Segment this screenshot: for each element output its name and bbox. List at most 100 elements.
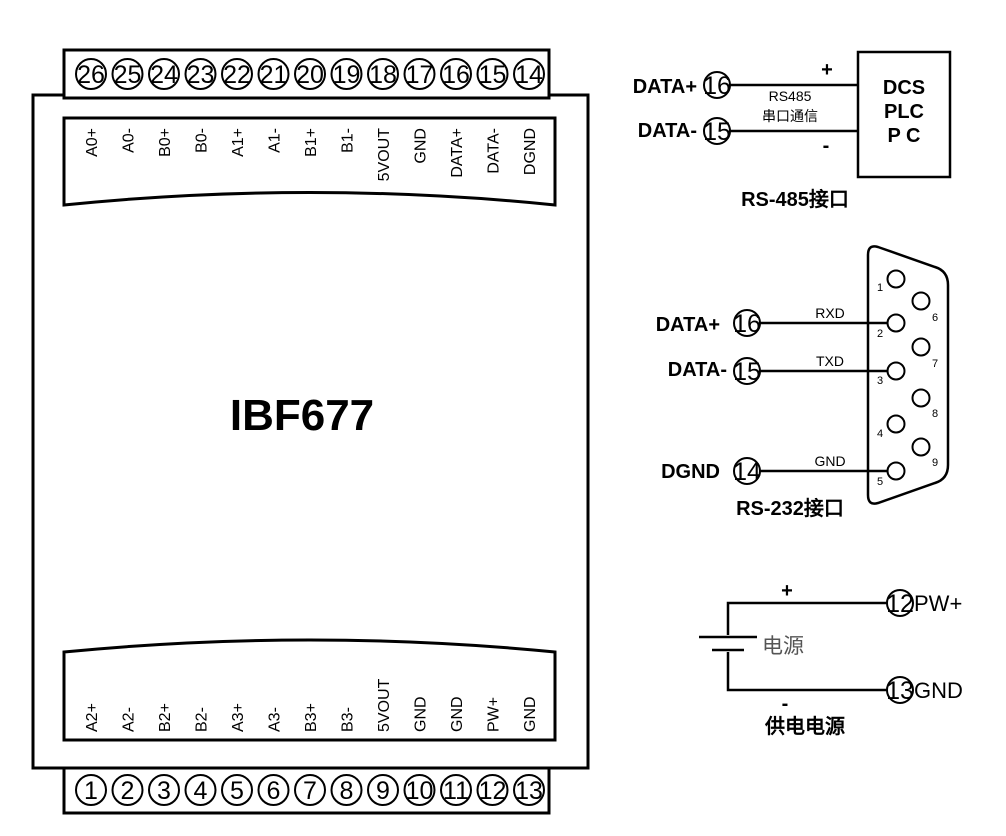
bottom-pin-label-7: B3- — [340, 707, 357, 732]
rs232-txd-label: TXD — [816, 353, 844, 369]
power-minus-wire — [726, 652, 887, 692]
top-pin-label-10: DATA+ — [449, 128, 466, 178]
bottom-pin-label-8: 5VOUT — [376, 678, 393, 732]
bottom-terminal-number-4: 4 — [194, 777, 208, 805]
bottom-terminal-number-8: 8 — [340, 777, 354, 805]
bottom-terminal-number-1: 1 — [84, 777, 98, 805]
bottom-terminal-circle-1 — [75, 774, 107, 806]
bottom-terminal-circle-12 — [476, 774, 509, 806]
rs485-pin15-number: 15 — [703, 118, 731, 146]
bottom-pin-label-11: PW+ — [486, 697, 503, 732]
bottom-terminal-circle-2 — [111, 774, 144, 806]
db9-pin-3 — [886, 361, 906, 381]
top-terminal-circle-25 — [111, 58, 144, 90]
top-terminal-number-14: 14 — [515, 61, 543, 89]
rs232-pin14-number: 14 — [733, 458, 761, 486]
top-terminal-number-20: 20 — [296, 61, 324, 89]
top-pin-label-3: B0- — [194, 128, 211, 153]
top-terminal-number-17: 17 — [406, 61, 434, 89]
top-terminal-number-18: 18 — [369, 61, 397, 89]
bottom-terminal-circle-5 — [221, 774, 253, 806]
bottom-terminal-number-7: 7 — [303, 777, 317, 805]
power-pw-label: PW+ — [914, 591, 962, 616]
db9-pin-5 — [886, 461, 906, 481]
bottom-terminal-circle-10 — [403, 774, 436, 806]
db9-pin-label-8: 8 — [932, 408, 938, 420]
power-pin13-number: 13 — [886, 677, 914, 705]
top-terminal-number-21: 21 — [260, 61, 288, 89]
power-pin13-circle — [886, 676, 914, 704]
top-pin-label-0: A0+ — [84, 128, 101, 157]
rs232-dgnd-label: DGND — [661, 461, 720, 483]
top-terminal-circle-16 — [440, 58, 472, 90]
model-name: IBF677 — [230, 391, 374, 440]
top-terminal-number-15: 15 — [479, 61, 507, 89]
bottom-label-window — [62, 638, 557, 742]
rs232-data-minus-label: DATA- — [668, 359, 727, 381]
bottom-terminal-number-9: 9 — [376, 777, 390, 805]
top-pin-label-6: B1+ — [303, 128, 320, 157]
db9-pin-1 — [886, 269, 906, 289]
db9-pin-label-3: 3 — [877, 375, 883, 387]
bottom-terminal-number-13: 13 — [515, 777, 543, 805]
rs485-comm-line1: RS485 — [769, 88, 812, 104]
bottom-terminal-circle-6 — [257, 774, 290, 806]
top-pin-label-8: 5VOUT — [376, 128, 393, 182]
rs485-data-minus-label: DATA- — [638, 120, 697, 142]
bottom-pin-label-0: A2+ — [84, 703, 101, 732]
db9-pin-label-1: 1 — [877, 282, 883, 294]
db9-pin-2 — [886, 313, 906, 333]
power-gnd-label: GND — [914, 678, 963, 703]
top-terminal-number-19: 19 — [333, 61, 361, 89]
rs232-caption: RS-232接口 — [736, 497, 844, 520]
top-terminal-circle-17 — [403, 58, 436, 90]
top-pin-label-1: A0- — [121, 128, 138, 153]
top-label-window — [62, 116, 557, 207]
top-pin-label-5: A1- — [267, 128, 284, 153]
rs485-pin16-number: 16 — [703, 72, 731, 100]
rs232-gnd-label: GND — [814, 453, 845, 469]
top-terminal-circle-20 — [294, 58, 326, 90]
bottom-terminal-number-6: 6 — [267, 777, 281, 805]
top-pin-label-12: DGND — [522, 128, 539, 175]
db9-pin-label-9: 9 — [932, 457, 938, 469]
bottom-terminal-circle-4 — [184, 774, 217, 806]
bottom-terminal-circle-13 — [513, 774, 545, 806]
bottom-pin-label-3: B2- — [194, 707, 211, 732]
power-pin12-number: 12 — [886, 590, 914, 618]
bottom-terminal-number-5: 5 — [230, 777, 244, 805]
top-terminal-number-16: 16 — [442, 61, 470, 89]
rs485-device-line1: DCS — [883, 77, 925, 99]
bottom-terminal-number-11: 11 — [443, 777, 469, 805]
top-terminal-number-22: 22 — [223, 61, 251, 89]
top-terminal-number-23: 23 — [187, 61, 215, 89]
db9-connector-shell — [866, 245, 950, 505]
top-terminal-circle-26 — [75, 58, 107, 90]
bottom-terminal-circle-11 — [440, 774, 472, 806]
rs485-wiring: DATA+ 16 + DATA- 15 - RS485 串口通信 DCS PLC… — [633, 50, 952, 211]
top-terminal-number-25: 25 — [114, 61, 142, 89]
rs485-minus-sign: - — [823, 135, 830, 157]
top-terminal-number-26: 26 — [77, 61, 105, 89]
power-pin12-circle — [886, 589, 914, 617]
power-wiring: + - 电源 12 PW+ 13 GND 供电电源 — [699, 580, 963, 738]
top-pin-label-9: GND — [413, 128, 430, 164]
bottom-pin-label-10: GND — [449, 696, 466, 732]
bottom-pin-label-12: GND — [522, 696, 539, 732]
db9-pin-label-5: 5 — [877, 476, 883, 488]
bottom-terminal-number-12: 12 — [479, 777, 507, 805]
rs232-pin16-number: 16 — [733, 310, 761, 338]
top-pin-label-2: B0+ — [157, 128, 174, 157]
bottom-terminal-circle-7 — [294, 774, 326, 806]
db9-pin-label-6: 6 — [932, 312, 938, 324]
bottom-pin-label-6: B3+ — [303, 703, 320, 732]
rs232-data-plus-label: DATA+ — [656, 314, 720, 336]
rs485-caption: RS-485接口 — [741, 188, 849, 211]
rs485-host-device-box — [856, 50, 952, 179]
top-pin-label-4: A1+ — [230, 128, 247, 157]
bottom-terminal-number-3: 3 — [157, 777, 171, 805]
